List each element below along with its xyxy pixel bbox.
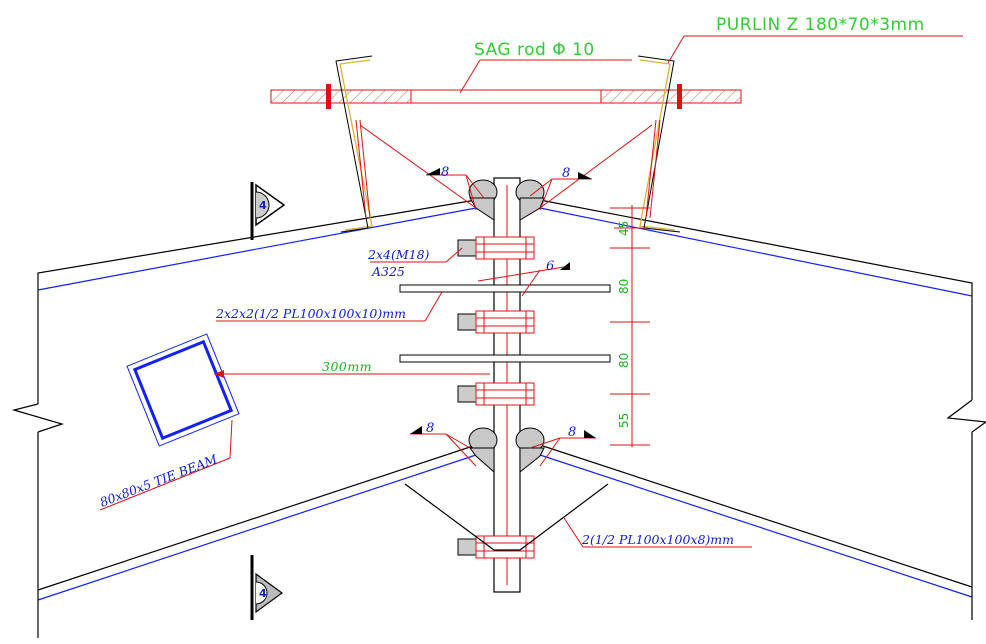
bolt-row-2 (457, 310, 535, 334)
sag-rod-nut-right (677, 84, 682, 109)
bolt-row-1 (457, 236, 535, 260)
stiffener-plate-lower (399, 354, 611, 363)
left-break-mark (11, 403, 65, 433)
tie-beam-label: 80x80x5 TIE BEAM (98, 451, 221, 510)
lower-haunch-plate (404, 483, 609, 551)
brace-left (359, 124, 477, 209)
section-mark-lower: 4 (250, 555, 284, 620)
sag-rod-label: SAG rod Φ 10 (474, 40, 595, 60)
dimension-chain (610, 205, 650, 447)
bolt-row-4 (457, 535, 535, 559)
stiffener-label: 2x2x2(1/2 PL100x100x10)mm (215, 306, 406, 321)
sag-rod-hatch-left (271, 90, 411, 103)
bolt-label: 2x4(M18) (367, 247, 430, 262)
weld-size-bottom-right: 8 (568, 425, 576, 440)
purlin-label: PURLIN Z 180*70*3mm (716, 15, 925, 35)
left-upper-rafter-top-edge (37, 199, 477, 300)
lower-rafters (11, 300, 986, 638)
tie-beam-section (126, 333, 240, 447)
dim-80-upper: 80 (617, 279, 631, 294)
purlin-right (637, 55, 681, 233)
bolt-row-3 (457, 382, 535, 406)
length-300-label: 300mm (322, 359, 372, 374)
dim-45: 45 (617, 221, 631, 236)
left-upper-rafter-blue-line (37, 207, 477, 291)
brace-right (539, 124, 653, 209)
left-lower-rafter-top-edge (37, 444, 477, 591)
right-lower-rafter-top-edge (539, 444, 973, 588)
right-upper-rafter-blue-line (539, 207, 973, 297)
sag-rod-nut-left (326, 84, 331, 109)
left-lower-rafter-blue-line (37, 454, 477, 601)
stiffener-plate-upper (399, 284, 611, 293)
dim-80-lower: 80 (617, 353, 631, 368)
weld-size-top-right: 8 (562, 166, 570, 181)
section-mark-upper: 4 (250, 182, 286, 240)
section-number-lower: 4 (259, 587, 267, 600)
bolt-grade-label: A325 (371, 264, 405, 279)
leaders (99, 35, 963, 548)
right-upper-rafter-top-edge (539, 199, 973, 306)
dim-55: 55 (617, 413, 631, 428)
weld-size-bottom-left: 8 (426, 421, 434, 436)
sag-rod-hatch-right (601, 90, 741, 103)
bottom-plate-label: 2(1/2 PL100x100x8)mm (581, 532, 734, 547)
purlin-left (335, 55, 373, 233)
weld-size-top-left: 8 (441, 165, 449, 180)
right-break-mark (946, 399, 986, 433)
section-number-upper: 4 (259, 199, 267, 212)
weld-size-stiffener: 6 (546, 259, 554, 274)
upper-rafters (37, 199, 973, 306)
right-lower-rafter-blue-line (539, 454, 973, 598)
sag-rod-assembly (270, 84, 742, 109)
